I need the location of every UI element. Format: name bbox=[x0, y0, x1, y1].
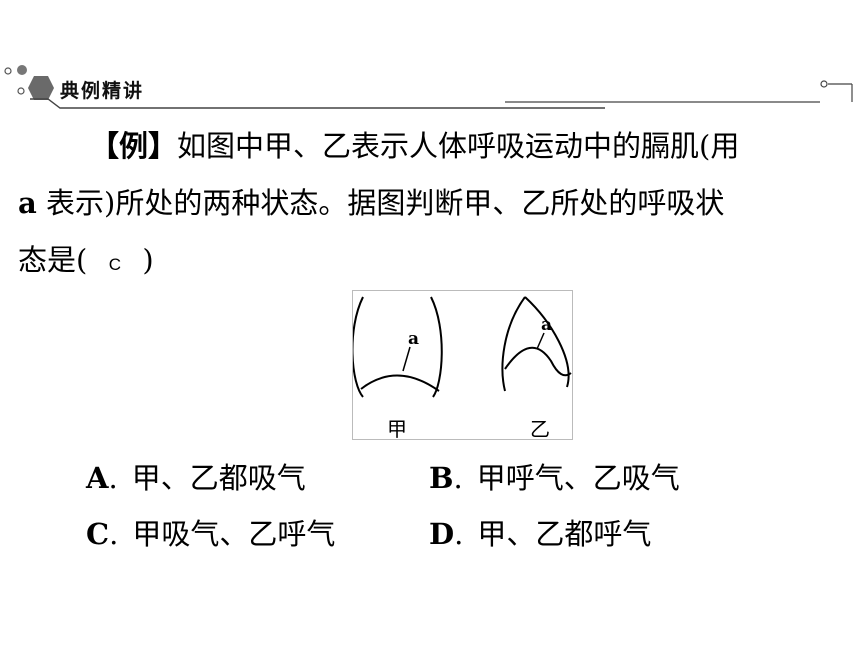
dot-icon bbox=[4, 67, 12, 75]
option-d[interactable]: D.甲、乙都呼气 bbox=[429, 517, 652, 551]
hexagon-icon bbox=[28, 76, 54, 100]
label-yi: 乙 bbox=[530, 417, 550, 441]
variable-a: a bbox=[18, 186, 37, 220]
question-line-3: 态是(C) bbox=[18, 232, 848, 293]
option-b[interactable]: B.甲呼气、乙吸气 bbox=[429, 461, 680, 495]
dot-icon bbox=[17, 65, 27, 75]
question-text: 【例】如图中甲、乙表示人体呼吸运动中的膈肌(用 a 表示)所处的两种状态。据图判… bbox=[18, 118, 848, 293]
header-decoration bbox=[4, 65, 853, 109]
answer-options: A.甲、乙都吸气 B.甲呼气、乙吸气 C.甲吸气、乙呼气 D.甲、乙都呼气 bbox=[86, 450, 680, 562]
chest-wall-left-2 bbox=[501, 296, 526, 392]
section-header: 典例精讲 bbox=[0, 62, 860, 112]
label-jia: 甲 bbox=[387, 417, 407, 441]
question-line-2: a 表示)所处的两种状态。据图判断甲、乙所处的呼吸状 bbox=[18, 186, 725, 220]
dot-icon bbox=[17, 87, 25, 95]
option-a[interactable]: A.甲、乙都吸气 bbox=[86, 461, 306, 495]
chest-wall-left-1 bbox=[353, 296, 364, 398]
chest-wall-right-2 bbox=[524, 296, 570, 388]
diaphragm-figure: a a 甲 乙 bbox=[352, 290, 573, 441]
marker-a-left: a bbox=[408, 329, 420, 349]
question-line-1: 【例】如图中甲、乙表示人体呼吸运动中的膈肌(用 bbox=[90, 129, 740, 163]
section-title: 典例精讲 bbox=[60, 80, 145, 102]
marker-a-right: a bbox=[541, 315, 553, 335]
option-c[interactable]: C.甲吸气、乙呼气 bbox=[86, 517, 336, 551]
pointer-line-left bbox=[402, 346, 411, 372]
diaphragm-domed bbox=[504, 346, 572, 377]
diaphragm-flat bbox=[360, 374, 440, 392]
diaphragm-diagram bbox=[353, 296, 572, 398]
dot-icon bbox=[820, 80, 828, 88]
answer-value: C bbox=[108, 255, 121, 274]
chest-wall-right-1 bbox=[430, 296, 443, 398]
example-tag: 【例】 bbox=[90, 129, 178, 163]
pointer-line-right bbox=[536, 332, 545, 350]
